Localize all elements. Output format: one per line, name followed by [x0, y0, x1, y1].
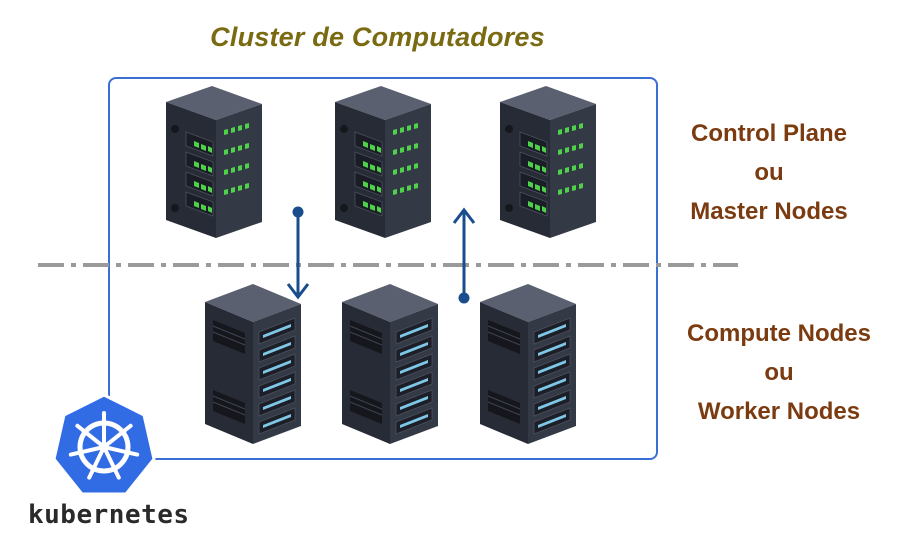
- kubernetes-logo-icon: [52, 393, 156, 496]
- diagram-title: Cluster de Computadores: [210, 22, 545, 52]
- kubernetes-wordmark: kubernetes: [28, 500, 190, 530]
- control-plane-line-1: Control Plane: [690, 120, 847, 147]
- compute-nodes-line-3: Worker Nodes: [697, 398, 861, 425]
- compute-nodes-line-1: Compute Nodes: [686, 320, 871, 347]
- master-node-server-icon: [499, 85, 597, 239]
- master-node-server-icon: [334, 85, 432, 239]
- control-plane-line-3: Master Nodes: [690, 198, 848, 225]
- control-plane-line-2: ou: [754, 159, 784, 186]
- worker-node-server-icon: [479, 283, 577, 445]
- compute-nodes-label: Compute Nodes ou Worker Nodes: [664, 314, 894, 431]
- master-node-server-icon: [165, 85, 263, 239]
- control-plane-label: Control Plane ou Master Nodes: [664, 114, 874, 231]
- worker-node-server-icon: [204, 283, 302, 445]
- compute-nodes-line-2: ou: [764, 359, 794, 386]
- arrow-down-connector: [286, 206, 310, 300]
- arrow-up-connector: [452, 207, 476, 304]
- cluster-boundary: [108, 77, 658, 460]
- worker-node-server-icon: [341, 283, 439, 445]
